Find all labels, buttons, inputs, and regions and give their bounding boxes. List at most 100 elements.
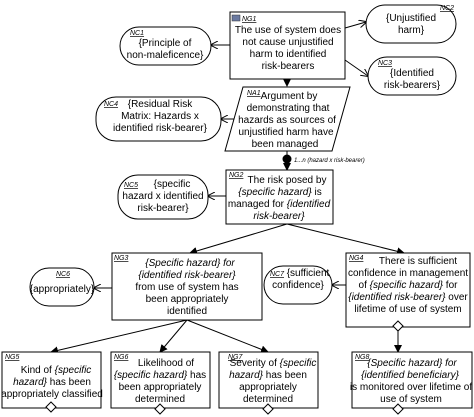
goal-ng6-id: NG6 (114, 354, 129, 361)
context-nc7-line1: {sufficient (287, 268, 330, 279)
goal-ng1-shape (229, 11, 346, 80)
context-nc2-shape (365, 4, 457, 44)
context-nc6-id: NC6 (56, 271, 70, 278)
context-nc5-line3: risk-bearer} (137, 203, 189, 214)
context-nc3-line1: {Identified (390, 68, 434, 79)
context-nc5-shape (117, 174, 209, 220)
context-nc3-line2: risk-bearers} (384, 80, 441, 91)
context-nc3: NC3 {Identified risk-bearers} (367, 56, 457, 96)
goal-ng2-id: NG2 (229, 172, 244, 179)
goal-ng1-line1: The use of system does (235, 25, 341, 36)
multiplicity-label: 1...n (hazard x risk-bearer) (294, 158, 365, 164)
goal-ng7-line4: determined (243, 394, 293, 405)
flag-icon (231, 14, 241, 22)
context-nc4-shape (95, 96, 222, 142)
goal-ng1: NG1 The use of system does not cause unj… (229, 11, 346, 80)
context-nc2: NC2 {Unjustified harm} (365, 4, 457, 44)
context-nc4-line1: {Residual Risk (128, 99, 193, 110)
goal-ng6-shape (110, 351, 211, 409)
goal-ng7-id: NG7 (228, 354, 244, 361)
goal-ng3-line4: been appropriately (146, 294, 229, 305)
goal-ng3-shape (111, 252, 263, 321)
goal-ng6: NG6 Likelihood of {specific hazard} has … (110, 351, 211, 415)
goal-ng8-shape (351, 351, 473, 409)
goal-ng2-line3: managed for {identified (228, 199, 331, 210)
goal-ng1-id: NG1 (242, 16, 257, 23)
strategy-na1: NA1 Argument by demonstrating that hazar… (224, 86, 351, 152)
goal-ng7-line1: Severity of {specific (230, 358, 317, 369)
goal-ng3-line3: from use of system has (135, 282, 238, 293)
goal-ng3-line1: {Specific hazard} for (145, 258, 235, 269)
context-nc4-line2: Matrix: Hazards x (121, 111, 199, 122)
strategy-na1-line4: unjustified harm have (238, 127, 333, 138)
strategy-na1-shape (224, 86, 351, 152)
context-nc1-line2: non-maleficence} (127, 50, 204, 61)
goal-ng6-line2b: has (187, 370, 206, 381)
strategy-na1-line3: hazards as sources of (238, 115, 336, 126)
goal-ng3-id: NG3 (114, 255, 129, 262)
context-nc7-line2: confidence} (272, 280, 324, 291)
goal-ng2-line3a: managed for (228, 199, 287, 210)
goal-ng6-line2: {specific hazard} has (114, 370, 206, 381)
context-nc7-shape (263, 265, 333, 305)
goal-ng7-line2a: hazard} (229, 370, 264, 381)
context-nc1-line1: {Principle of (139, 38, 192, 49)
goal-ng8-line1: {Specific hazard} for (367, 358, 457, 369)
goal-ng2: NG2 The risk posed by {specific hazard} … (225, 169, 334, 225)
context-nc4-id: NC4 (104, 101, 118, 108)
context-nc5-id: NC5 (124, 182, 138, 189)
goal-ng4-line3: of {specific hazard} for (359, 280, 459, 291)
undeveloped-diamond-icon (262, 403, 274, 415)
edge-ng2-ng3 (189, 223, 288, 255)
strategy-na1-line1: Argument by (261, 91, 318, 102)
goal-ng7-line2: hazard} has been (229, 370, 307, 381)
goal-ng5-line1b: {specific (55, 365, 92, 376)
context-nc3-id: NC3 (378, 60, 392, 67)
goal-ng5-line3: appropriately classified (1, 389, 103, 400)
context-nc1: NC1 {Principle of non-maleficence} (119, 26, 212, 66)
goal-ng5-line1: Kind of {specific (21, 365, 92, 376)
goal-ng8-line4: use of system (380, 394, 442, 405)
goal-ng8-line2: {identified beneficiary} (361, 370, 460, 381)
goal-ng4-id: NG4 (349, 255, 364, 262)
goal-ng7-line1a: Severity of (230, 358, 280, 369)
undeveloped-diamond-icon (392, 320, 404, 332)
goal-ng4-line5: lifetime of use of system (354, 304, 461, 315)
context-nc5: NC5 {specific hazard x identified risk-b… (117, 174, 209, 220)
goal-ng3: NG3 {Specific hazard} for {identified ri… (111, 252, 263, 321)
goal-ng7-line1b: {specific (280, 358, 317, 369)
context-nc2-line2: harm} (398, 25, 425, 36)
goal-ng6-line4: determined (135, 394, 185, 405)
goal-ng2-line2a: {specific hazard} (238, 187, 312, 198)
goal-ng7-line3: appropriately (239, 382, 297, 393)
context-nc2-line1: {Unjustified (386, 13, 436, 24)
context-nc6: NC6 {appropriately} (29, 267, 95, 307)
edge-ng3-ng7 (186, 319, 269, 354)
goal-ng5-line1a: Kind of (21, 365, 55, 376)
goal-ng2-line3b: {identified (287, 199, 331, 210)
context-nc1-id: NC1 (130, 30, 144, 37)
goal-ng2-shape (225, 169, 334, 225)
goal-ng4-line3b: {specific hazard} (370, 280, 444, 291)
context-nc5-line2: hazard x identified (122, 191, 203, 202)
goal-ng7-shape (218, 351, 319, 409)
goal-ng5-id: NG5 (5, 354, 20, 361)
undeveloped-diamond-icon (392, 403, 404, 415)
goal-ng5: NG5 Kind of {specific hazard} has been a… (1, 351, 103, 413)
edge-ng3-ng6 (159, 319, 188, 353)
goal-ng8-line3: is monitored over lifetime of (350, 382, 472, 393)
goal-ng4-line4: {identified risk-bearer} over (348, 292, 468, 303)
strategy-na1-line5: been managed (252, 139, 319, 150)
goal-ng1-line2: not cause unjustified (242, 37, 333, 48)
context-nc6-shape (29, 267, 95, 307)
undeveloped-diamond-icon (45, 401, 57, 413)
edge-ng3-ng5 (50, 319, 188, 355)
context-nc5-line1: {specific (154, 179, 191, 190)
context-nc7: NC7 {sufficient confidence} (263, 265, 333, 305)
context-nc7-id: NC7 (270, 271, 285, 278)
connectors (50, 22, 405, 355)
goal-ng4-shape (345, 252, 471, 328)
goal-ng5-line2b: has been (47, 377, 91, 388)
goal-ng4: NG4 There is sufficient confidence in ma… (345, 252, 471, 332)
